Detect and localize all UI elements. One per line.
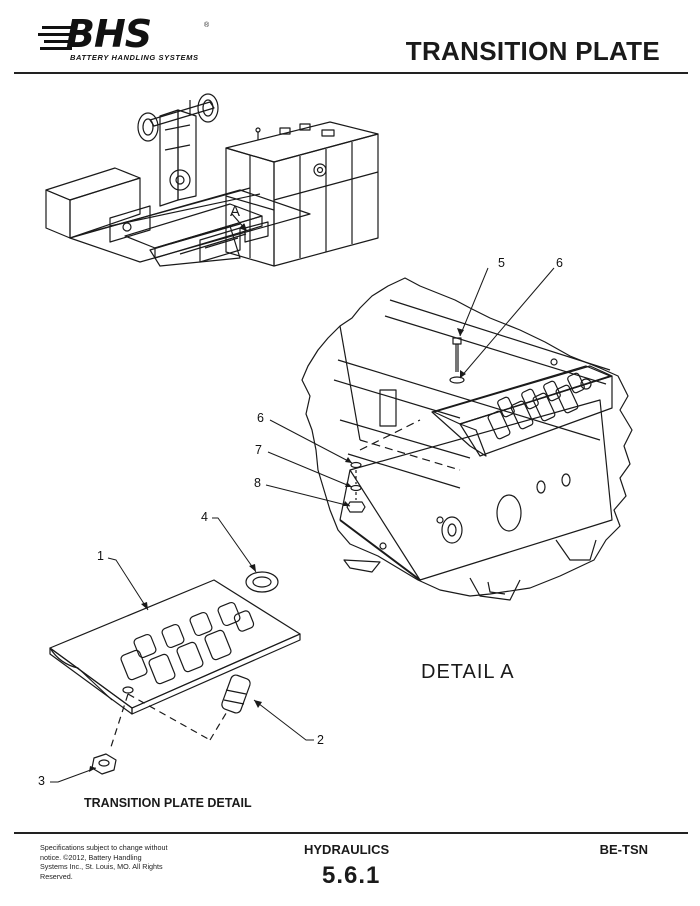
- footer-disclaimer: Specifications subject to change without…: [40, 843, 168, 881]
- transition-plate-detail: [49, 517, 314, 783]
- callout-3: 3: [38, 774, 45, 788]
- detail-a-label: DETAIL A: [421, 661, 515, 683]
- machine-overview: [45, 93, 379, 267]
- detail-a-view: [265, 267, 633, 601]
- footer-section-name: HYDRAULICS: [304, 842, 390, 857]
- fitting-part-2: [221, 674, 251, 714]
- header-divider: [14, 72, 688, 74]
- footer-divider: [14, 832, 688, 834]
- logo-text: BHS: [66, 12, 152, 56]
- footer-doc-code: BE-TSN: [599, 842, 648, 857]
- registered-mark: ®: [204, 22, 210, 29]
- callout-1: 1: [97, 549, 104, 563]
- transition-plate-detail-label: TRANSITION PLATE DETAIL: [84, 796, 252, 810]
- speed-lines-icon: [38, 26, 72, 50]
- logo-subtitle: BATTERY HANDLING SYSTEMS: [70, 53, 199, 62]
- technical-drawing: A: [45, 93, 633, 783]
- callout-8: 8: [254, 476, 261, 490]
- page-title: TRANSITION PLATE: [405, 36, 660, 66]
- callout-4: 4: [201, 510, 208, 524]
- footer-page-number: 5.6.1: [322, 862, 381, 889]
- callout-2: 2: [317, 733, 324, 747]
- callout-5: 5: [498, 256, 505, 270]
- detail-marker-a: A: [230, 203, 240, 220]
- plate-fittings: [120, 601, 255, 685]
- bhs-logo: BHS ® BATTERY HANDLING SYSTEMS: [36, 12, 216, 62]
- callout-6-lower: 6: [257, 411, 264, 425]
- callout-7: 7: [255, 443, 262, 457]
- callout-6-top: 6: [556, 256, 563, 270]
- detail-fittings: [487, 358, 592, 440]
